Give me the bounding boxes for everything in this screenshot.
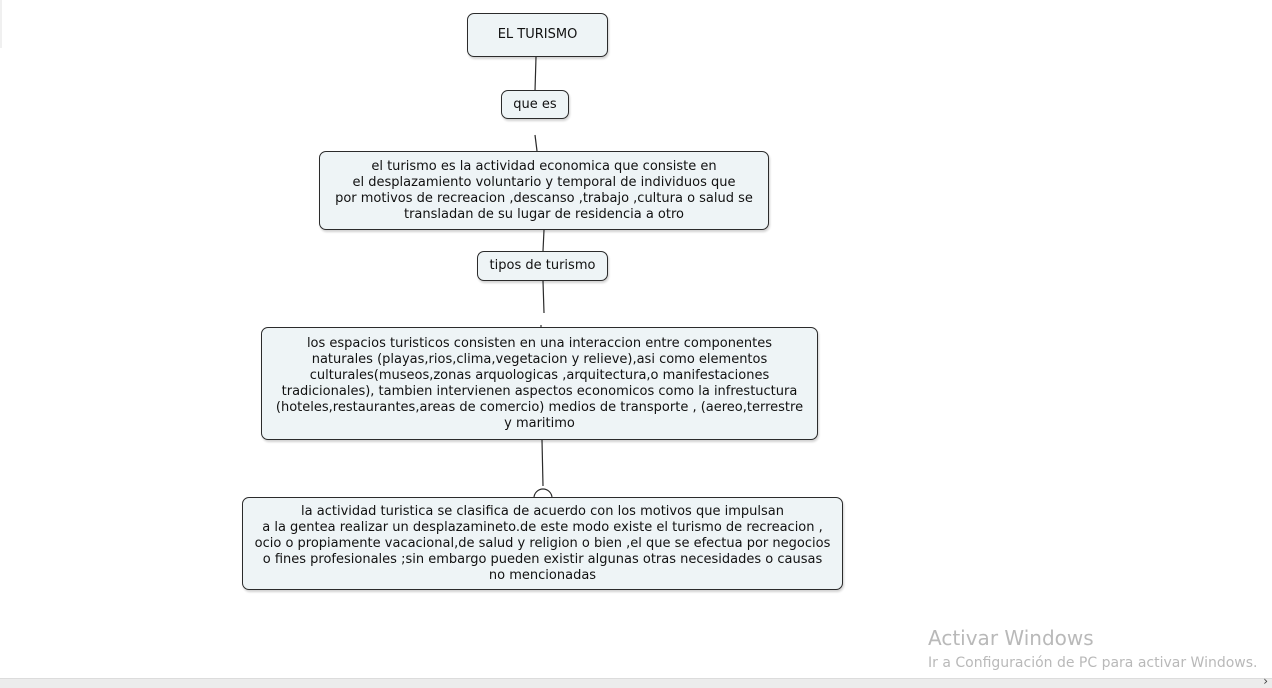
concept-node-espacios-turisticos[interactable]: los espacios turisticos consisten en una… — [261, 327, 818, 440]
edge-dot — [540, 325, 542, 327]
edge-que-es-to-definition — [534, 134, 538, 152]
scroll-right-arrow-icon[interactable]: › — [1263, 674, 1268, 688]
concept-node-clasificacion[interactable]: la actividad turistica se clasifica de a… — [242, 497, 843, 590]
windows-activation-watermark-subtitle: Ir a Configuración de PC para activar Wi… — [928, 655, 1258, 671]
left-edge-strip — [0, 0, 2, 48]
horizontal-scrollbar[interactable]: › — [0, 674, 1272, 688]
concept-node-definicion[interactable]: el turismo es la actividad economica que… — [319, 151, 769, 230]
link-phrase-tipos-de-turismo[interactable]: tipos de turismo — [477, 251, 608, 281]
edge-espacios-to-clasificacion — [541, 439, 544, 487]
edge-root-to-que-es — [534, 56, 537, 92]
edge-tipos-to-espacios — [542, 280, 545, 314]
windows-activation-watermark-title: Activar Windows — [928, 626, 1094, 650]
link-phrase-que-es[interactable]: que es — [501, 90, 569, 119]
edge-connector-arc — [533, 488, 553, 499]
edge-definition-to-tipos — [542, 229, 545, 252]
concept-node-el-turismo[interactable]: EL TURISMO — [467, 13, 608, 57]
